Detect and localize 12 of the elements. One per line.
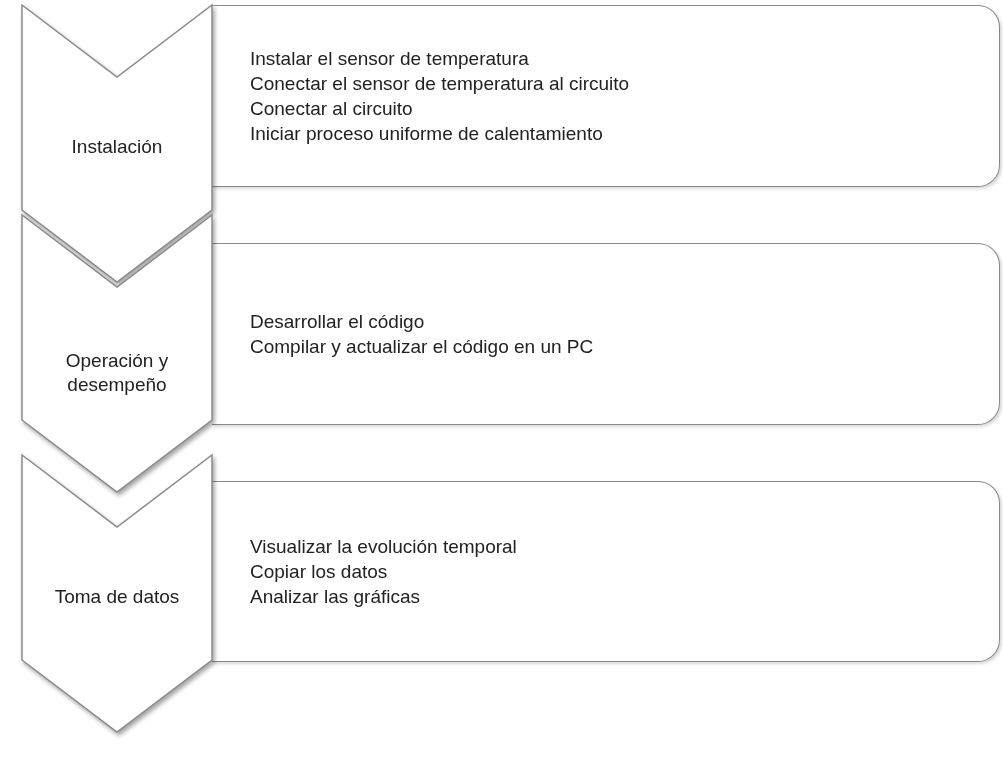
step-text: Desarrollar el código <box>250 310 425 334</box>
stage-label: Toma de datos <box>53 585 181 609</box>
step-text: Conectar al circuito <box>250 97 413 121</box>
step-text: Conectar el sensor de temperatura al circuito <box>250 72 630 96</box>
step-text: Instalar el sensor de temperatura <box>250 47 529 71</box>
step-text: Compilar y actualizar el código en un PC <box>250 335 594 359</box>
step-text: Visualizar la evolución temporal <box>250 535 517 559</box>
step-text: Analizar las gráficas <box>250 585 421 609</box>
stage-label: Operación y desempeño <box>64 349 170 397</box>
step-text: Iniciar proceso uniforme de calentamiento <box>250 122 603 146</box>
stage-label: Instalación <box>70 135 164 159</box>
step-text: Copiar los datos <box>250 560 388 584</box>
